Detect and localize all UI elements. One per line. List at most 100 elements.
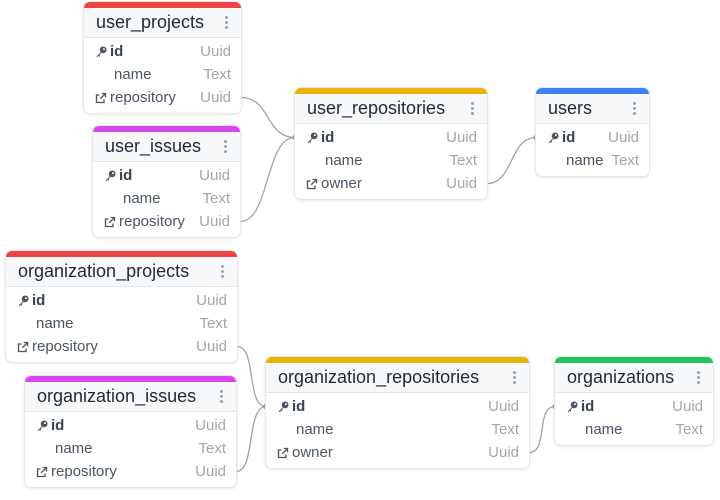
column-name: id <box>32 292 46 309</box>
column-left: id <box>14 292 45 309</box>
column-left: name <box>14 315 74 332</box>
column-name: id <box>581 398 595 415</box>
vertical-dots-icon[interactable] <box>633 102 637 115</box>
column-type: Uuid <box>195 417 226 434</box>
vertical-dots-icon[interactable] <box>224 140 228 153</box>
column-name: repository <box>32 338 98 355</box>
column-row[interactable]: name Text <box>93 187 240 210</box>
relation-line-organization_issues-organization_repositories <box>235 405 267 473</box>
column-left: name <box>544 152 604 169</box>
column-type: Uuid <box>200 89 231 106</box>
column-row[interactable]: id Uuid <box>93 164 240 187</box>
relation-line-user_repositories-users <box>486 136 537 185</box>
vertical-dots-icon[interactable] <box>220 390 224 403</box>
relation-line-user_projects-user_repositories <box>240 96 296 139</box>
table-header[interactable]: organizations <box>555 357 713 393</box>
vertical-dots-icon[interactable] <box>697 371 701 384</box>
external-link-icon <box>33 466 51 478</box>
column-left: owner <box>274 444 333 461</box>
external-link-icon <box>303 178 321 190</box>
table-title: user_projects <box>96 12 205 32</box>
column-name: repository <box>119 213 185 230</box>
column-left: repository <box>92 89 176 106</box>
column-left: id <box>544 129 575 146</box>
column-left: name <box>101 190 161 207</box>
external-link-icon <box>92 92 110 104</box>
column-type: Uuid <box>446 129 477 146</box>
column-left: name <box>92 66 152 83</box>
key-icon <box>303 131 321 144</box>
column-row[interactable]: repository Uuid <box>84 86 241 109</box>
vertical-dots-icon[interactable] <box>221 265 225 278</box>
vertical-dots-icon[interactable] <box>471 102 475 115</box>
column-left: name <box>33 440 93 457</box>
column-left: id <box>92 43 123 60</box>
table-header[interactable]: user_issues <box>93 126 240 162</box>
column-name: name <box>114 66 152 83</box>
column-row[interactable]: name Text <box>295 149 487 172</box>
table-header[interactable]: organization_issues <box>25 376 236 412</box>
column-name: id <box>292 398 306 415</box>
key-icon <box>101 169 119 182</box>
column-name: id <box>562 129 576 146</box>
table-header[interactable]: user_projects <box>84 2 241 38</box>
external-link-icon <box>14 341 32 353</box>
key-icon <box>92 45 110 58</box>
vertical-dots-icon[interactable] <box>225 16 229 29</box>
column-left: id <box>101 167 132 184</box>
column-row[interactable]: id Uuid <box>6 289 237 312</box>
table-title: organization_repositories <box>278 367 480 387</box>
relation-line-user_issues-user_repositories <box>239 136 296 223</box>
column-name: name <box>325 152 363 169</box>
column-left: name <box>274 421 334 438</box>
table-header[interactable]: user_repositories <box>295 88 487 124</box>
table-title: user_issues <box>105 136 202 156</box>
column-type: Uuid <box>196 292 227 309</box>
table-header[interactable]: organization_repositories <box>266 357 529 393</box>
table-header[interactable]: organization_projects <box>6 251 237 287</box>
table-title: organizations <box>567 367 675 387</box>
column-type: Text <box>675 421 703 438</box>
column-name: id <box>110 43 124 60</box>
column-type: Text <box>449 152 477 169</box>
table-title: users <box>548 98 593 118</box>
vertical-dots-icon[interactable] <box>513 371 517 384</box>
column-name: owner <box>321 175 362 192</box>
key-icon <box>274 400 292 413</box>
column-left: repository <box>14 338 98 355</box>
key-icon <box>544 131 562 144</box>
table-header[interactable]: users <box>536 88 649 124</box>
column-type: Uuid <box>199 167 230 184</box>
column-type: Uuid <box>195 463 226 480</box>
column-type: Text <box>202 190 230 207</box>
